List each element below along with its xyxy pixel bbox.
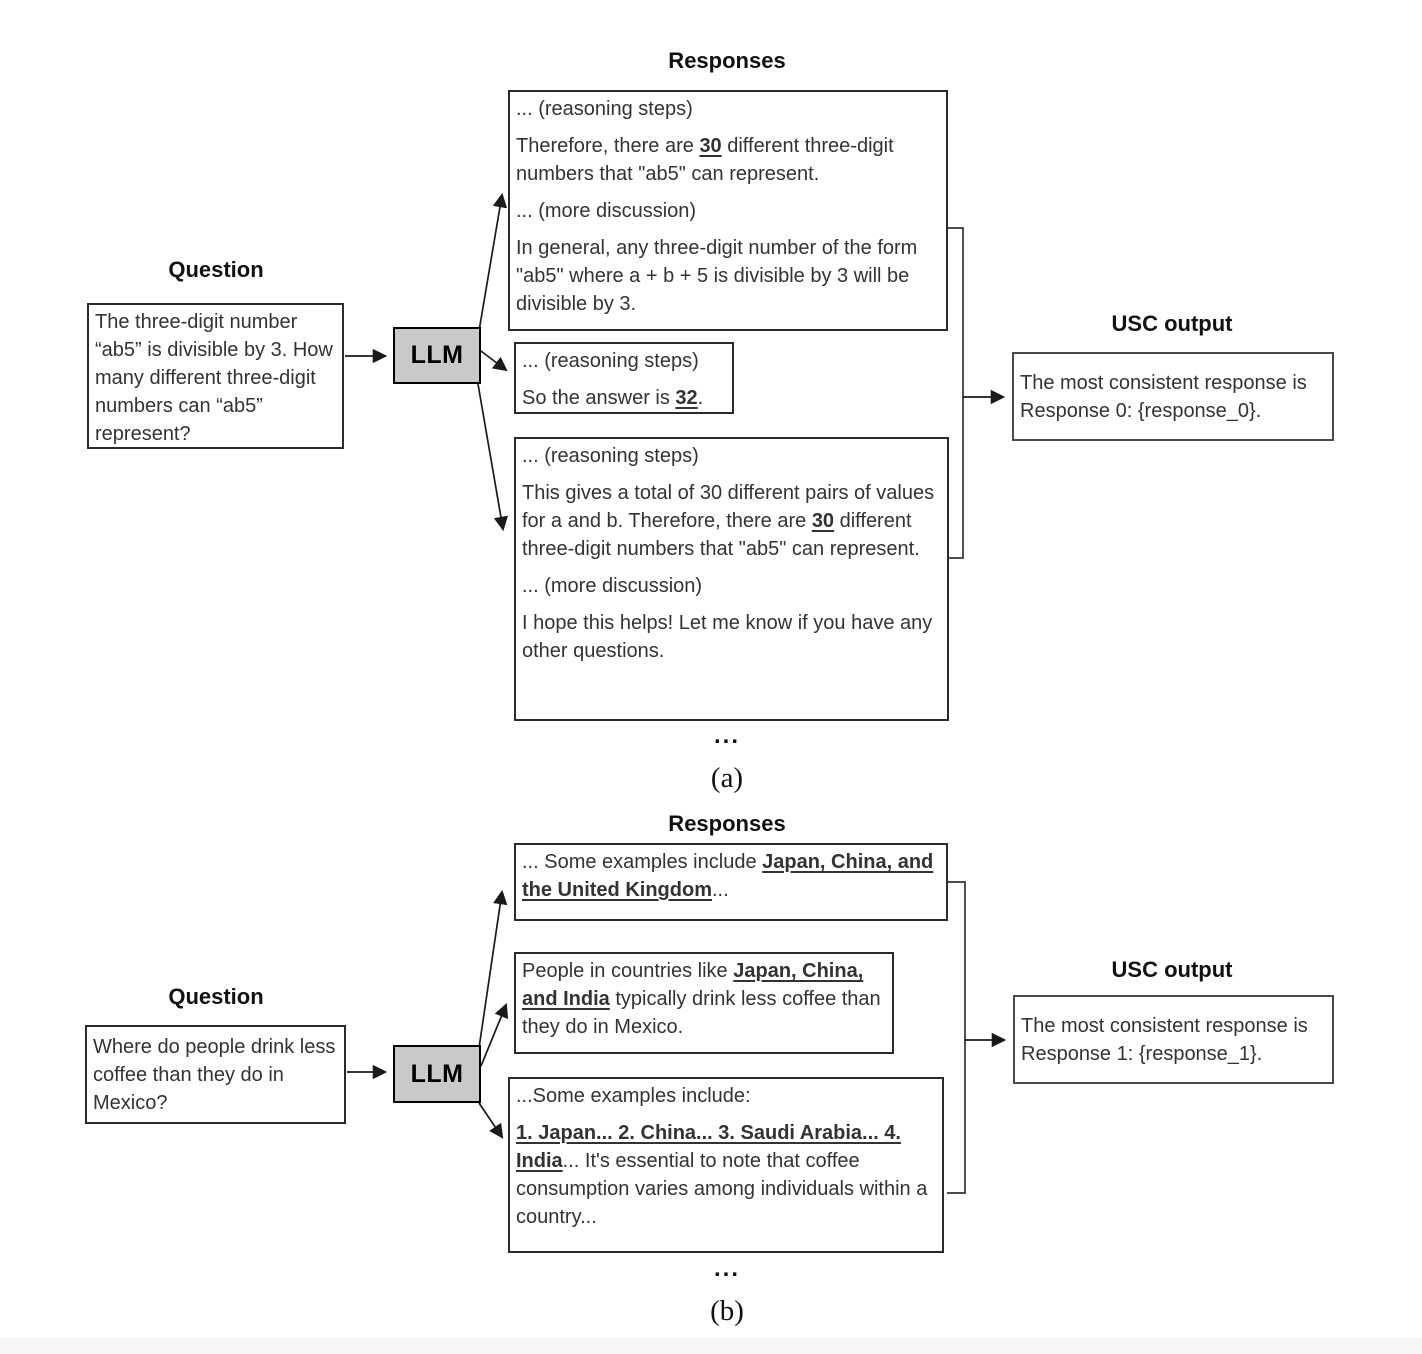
- panel-b-usc-heading: USC output: [1111, 957, 1233, 982]
- llm-label: LLM: [410, 1059, 464, 1088]
- usc-output-text: The most consistent response is Response…: [1021, 1015, 1308, 1065]
- response-paragraph: 1. Japan... 2. China... 3. Saudi Arabia.…: [516, 1122, 928, 1228]
- panel-b-caption: (b): [710, 1295, 744, 1327]
- question-text: Where do people drink less coffee than t…: [93, 1036, 336, 1114]
- panel-a-response-0: ... (reasoning steps) Therefore, there a…: [508, 90, 948, 331]
- response-paragraph: ...Some examples include:: [516, 1085, 751, 1107]
- usc-output-text: The most consistent response is Response…: [1020, 372, 1307, 422]
- panel-b-question-box: Where do people drink less coffee than t…: [85, 1025, 346, 1124]
- response-paragraph: People in countries like Japan, China, a…: [522, 960, 881, 1038]
- panel-b-llm-box: LLM: [393, 1045, 481, 1103]
- response-paragraph: ... (reasoning steps): [516, 98, 693, 120]
- panel-a-caption: (a): [710, 762, 744, 794]
- panel-a-question-heading: Question: [168, 257, 264, 282]
- panel-b-responses-heading: Responses: [668, 811, 786, 836]
- response-paragraph: ... (reasoning steps): [522, 445, 699, 467]
- question-text: The three-digit number “ab5” is divisibl…: [95, 311, 333, 445]
- panel-b-usc-output-box: The most consistent response is Response…: [1013, 995, 1334, 1084]
- panel-b-question-heading: Question: [168, 984, 264, 1009]
- response-paragraph: ... (more discussion): [516, 200, 697, 222]
- panel-b-ellipsis: ...: [713, 1255, 741, 1282]
- panel-a-ellipsis: ...: [713, 722, 741, 749]
- response-paragraph: Therefore, there are 30 different three-…: [516, 135, 894, 185]
- panel-a-usc-output-box: The most consistent response is Response…: [1012, 352, 1334, 441]
- response-paragraph: So the answer is 32.: [522, 387, 704, 409]
- panel-b-response-2: ...Some examples include: 1. Japan... 2.…: [508, 1077, 944, 1253]
- panel-a-response-2: ... (reasoning steps) This gives a total…: [514, 437, 949, 721]
- panel-a-question-box: The three-digit number “ab5” is divisibl…: [87, 303, 344, 449]
- panel-b-response-0: ... Some examples include Japan, China, …: [514, 843, 948, 921]
- panel-a-llm-box: LLM: [393, 327, 481, 384]
- response-paragraph: ... Some examples include Japan, China, …: [522, 851, 934, 901]
- response-paragraph: ... (reasoning steps): [522, 350, 699, 372]
- llm-label: LLM: [410, 341, 464, 369]
- response-paragraph: This gives a total of 30 different pairs…: [522, 482, 935, 560]
- panel-b-response-1: People in countries like Japan, China, a…: [514, 952, 894, 1054]
- response-paragraph: In general, any three-digit number of th…: [516, 237, 918, 315]
- bottom-gray-band: [0, 1338, 1422, 1354]
- response-paragraph: I hope this helps! Let me know if you ha…: [522, 612, 933, 662]
- panel-a-responses-heading: Responses: [668, 48, 786, 73]
- panel-a-response-1: ... (reasoning steps) So the answer is 3…: [514, 342, 734, 414]
- response-paragraph: ... (more discussion): [522, 575, 703, 597]
- panel-a-usc-heading: USC output: [1111, 311, 1233, 336]
